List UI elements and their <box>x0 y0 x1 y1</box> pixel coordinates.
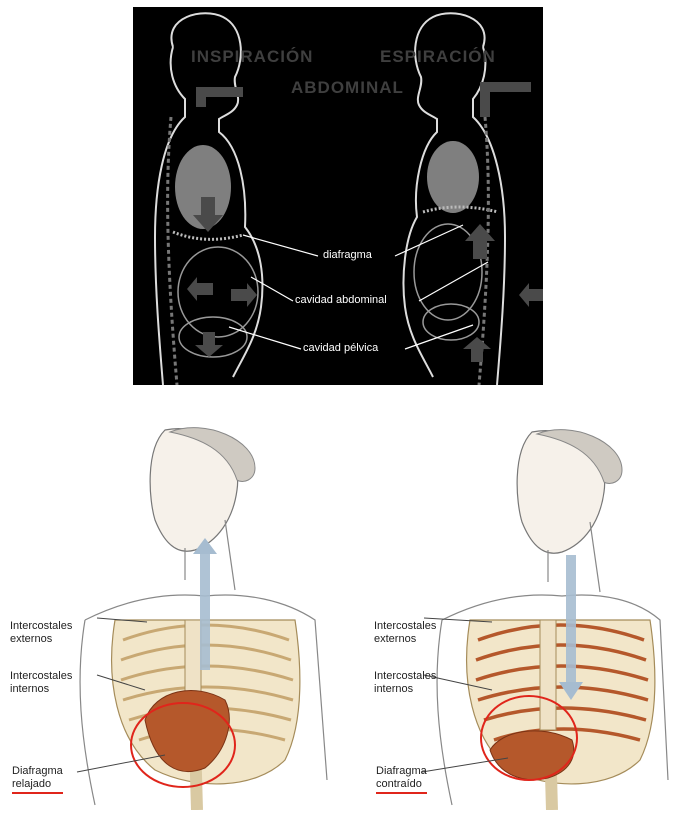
right-up-arrow-body <box>473 239 487 259</box>
label-diafragma: diafragma <box>323 249 372 261</box>
right-lung <box>427 141 479 213</box>
left-side <box>437 620 452 805</box>
left-arrow-small-down <box>195 332 223 357</box>
left-arrow-left <box>187 277 213 301</box>
sternum <box>540 620 556 730</box>
leader-diafragma-left <box>243 235 318 256</box>
right-neck-arrow <box>485 87 531 117</box>
right-arrow-up-bottom <box>463 337 491 362</box>
left-diaphragm-line <box>173 232 243 239</box>
heading-abdominal: ABDOMINAL <box>291 78 404 98</box>
left-spine <box>168 117 177 385</box>
leader-pelvica-right <box>405 325 473 349</box>
left-arrow-right <box>231 283 257 307</box>
heading-espiracion: ESPIRACIÓN <box>380 47 496 67</box>
right-up-arrow-head <box>465 224 495 241</box>
right-pelvis <box>423 304 479 340</box>
right-arrow-left-in <box>519 283 543 307</box>
label-cavidad-abdominal: cavidad abdominal <box>295 294 387 306</box>
label-cavidad-pelvica: cavidad pélvica <box>303 342 378 354</box>
leader-diafragma-right <box>395 225 463 256</box>
abdominal-breathing-diagram: INSPIRACIÓN ESPIRACIÓN ABDOMINAL diafrag… <box>133 7 543 385</box>
leader-diafragma <box>422 758 508 772</box>
heading-inspiracion: INSPIRACIÓN <box>191 47 313 67</box>
left-side <box>80 620 95 805</box>
leader-pelvica-left <box>229 327 301 349</box>
torso-contracted-drawing <box>342 420 672 810</box>
airflow-arrow-shaft <box>200 550 210 670</box>
torso-relaxed-drawing <box>5 420 335 810</box>
airflow-arrow-shaft <box>566 555 576 685</box>
left-down-arrow-body <box>201 197 215 217</box>
